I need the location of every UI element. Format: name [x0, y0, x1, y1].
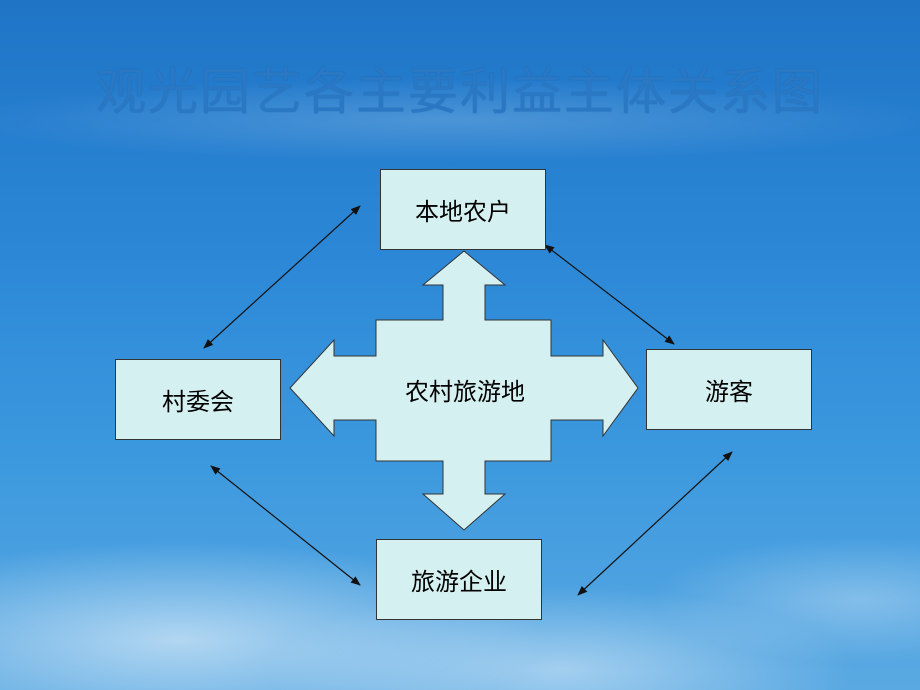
node-tourists: 游客 [646, 349, 812, 430]
connector-top-right [544, 244, 675, 345]
connector-top-left [203, 205, 361, 349]
node-village-committee: 村委会 [115, 359, 281, 440]
center-label: 农村旅游地 [405, 378, 525, 406]
node-local-farmers: 本地农户 [380, 169, 546, 250]
slide-title: 观光园艺各主要利益主体关系图 [96, 63, 824, 121]
connector-bottom-left [210, 465, 361, 586]
connector-bottom-right [577, 451, 733, 596]
node-tourism-enterprise: 旅游企业 [376, 539, 542, 620]
